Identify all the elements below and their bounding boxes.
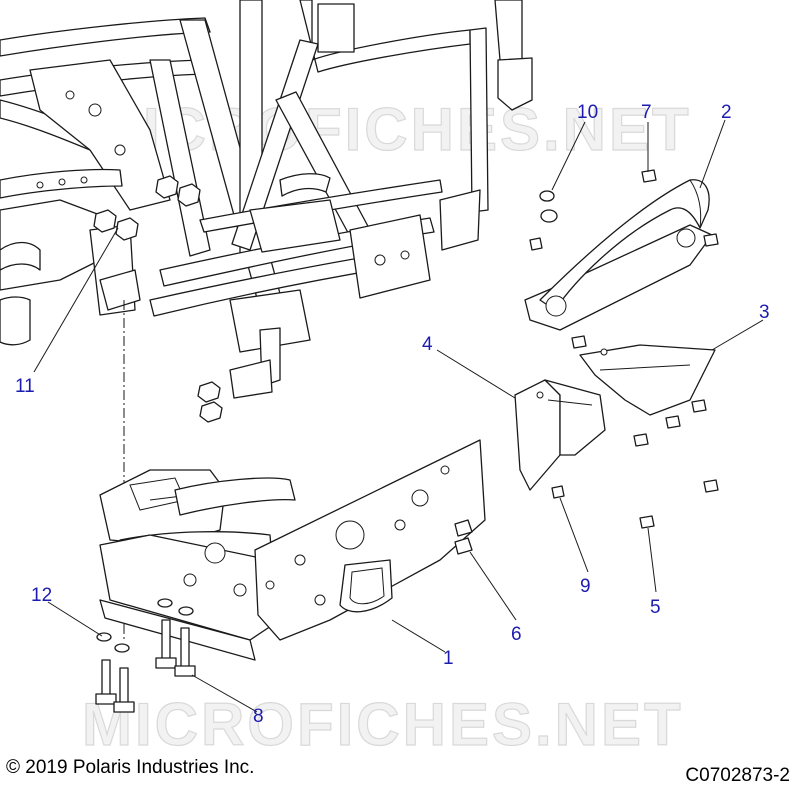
callout-4: 4 [422, 334, 433, 355]
grab-bar [524, 179, 713, 331]
callout-10: 10 [577, 102, 598, 123]
callout-8: 8 [253, 706, 264, 727]
watermark-bottom: MICROFICHES.NET [82, 691, 684, 758]
copyright-notice: © 2019 Polaris Industries Inc. [6, 757, 255, 778]
callouts: 1 2 3 4 5 6 7 8 9 10 11 12 [15, 102, 770, 727]
callout-11: 11 [15, 376, 35, 397]
fasteners [95, 169, 719, 713]
callout-5: 5 [650, 597, 661, 618]
callout-12: 12 [31, 585, 52, 606]
leader-lines [33, 119, 764, 713]
callout-7: 7 [641, 102, 652, 123]
callout-6: 6 [511, 624, 522, 645]
mount-bracket-left [514, 379, 606, 491]
callout-3: 3 [759, 302, 770, 323]
callout-9: 9 [580, 576, 591, 597]
callout-2: 2 [721, 102, 732, 123]
front-frame-weldment [99, 439, 486, 661]
callout-1: 1 [443, 648, 454, 669]
mount-bracket-right [579, 344, 716, 416]
diagram-code: C0702873-2 [685, 765, 790, 786]
vehicle-frame [0, 0, 533, 423]
